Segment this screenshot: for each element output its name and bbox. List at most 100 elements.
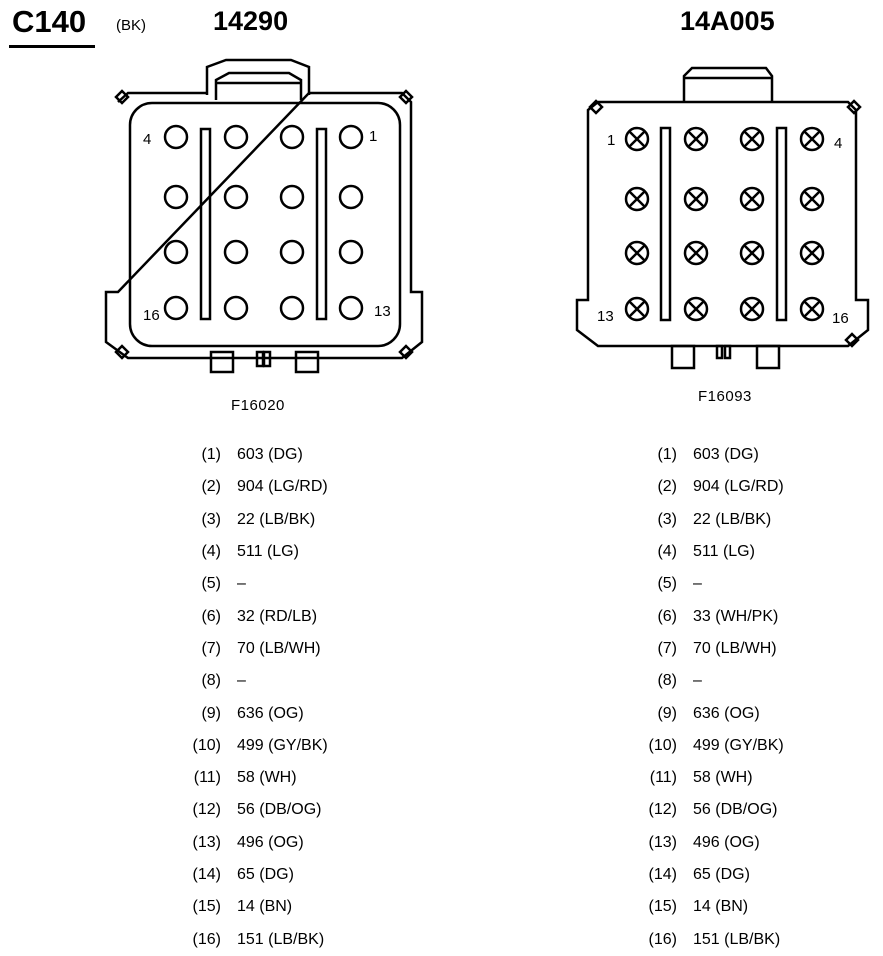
- pin-row: (8)–: [631, 665, 883, 697]
- pin-row: (11) 58 (WH): [631, 762, 883, 794]
- pin-row: (3) 22 (LB/BK): [175, 504, 435, 536]
- pin-circuit: 511 (LG): [237, 543, 299, 561]
- connector-id: C140: [12, 4, 87, 39]
- pin-row: (13) 496 (OG): [175, 827, 435, 859]
- pin-row: (6) 33 (WH/PK): [631, 600, 883, 632]
- pin-number: (1): [201, 446, 221, 464]
- pin-circuit: 56 (DB/OG): [237, 801, 322, 819]
- connector-diagrams: 4 1 16 13: [104, 58, 870, 374]
- pin-number: (5): [201, 575, 221, 593]
- left-pin-label: 16: [143, 307, 160, 324]
- pin-number: (16): [648, 930, 677, 948]
- pin-circuit: 70 (LB/WH): [693, 639, 777, 657]
- pin-circuit: 636 (OG): [237, 704, 304, 722]
- pin-row: (4) 511 (LG): [175, 536, 435, 568]
- pin-number: (10): [648, 736, 677, 754]
- pin-row: (6) 32 (RD/LB): [175, 600, 435, 632]
- pin-row: (10) 499 (GY/BK): [631, 730, 883, 762]
- connector-color-code: (BK): [116, 17, 146, 34]
- left-part-number: 14290: [213, 6, 289, 36]
- pin-circuit: 58 (WH): [693, 769, 753, 787]
- pin-row: (16)151 (LB/BK): [175, 923, 435, 955]
- pin-circuit: 22 (LB/BK): [237, 510, 316, 528]
- pin-number: (6): [201, 607, 221, 625]
- right-figure-code: F16093: [698, 388, 752, 405]
- pin-number: (14): [648, 866, 677, 883]
- pin-circuit: 58 (WH): [237, 769, 297, 787]
- right-pin-label: 4: [834, 135, 842, 152]
- pin-circuit: 496 (OG): [237, 833, 304, 851]
- pin-circuit: 56 (DB/OG): [693, 801, 778, 819]
- pin-row: (9) 636 (OG): [175, 697, 435, 729]
- pin-number: (8): [657, 672, 677, 690]
- pin-row: (5)–: [175, 568, 435, 600]
- pin-row: (13)496 (OG): [631, 827, 883, 859]
- pin-number: (11): [649, 769, 677, 787]
- pin-row: (15)14 (BN): [175, 891, 435, 923]
- pin-number: (3): [657, 510, 677, 528]
- pin-row: (14) 65 (DG): [631, 859, 883, 891]
- pin-row: (2) 904 (LG/RD): [631, 471, 883, 503]
- pin-row: (8)–: [175, 665, 435, 697]
- connector-id-underline: [9, 45, 95, 48]
- pin-number: (16): [192, 930, 221, 948]
- pin-circuit: 904 (LG/RD): [693, 478, 784, 496]
- pin-number: (7): [201, 639, 221, 657]
- pin-circuit: 499 (GY/BK): [237, 736, 328, 754]
- pin-row: (1) 603 (DG): [631, 439, 883, 471]
- pin-row: (2)904 (LG/RD): [175, 471, 435, 503]
- pin-circuit: –: [693, 575, 702, 593]
- pin-number: (6): [657, 607, 677, 625]
- pin-row: (7) 70 (LB/WH): [175, 633, 435, 665]
- right-pin-grid: [624, 126, 825, 322]
- pin-circuit: 65 (DG): [693, 866, 750, 883]
- pin-number: (7): [657, 639, 677, 657]
- left-figure-code: F16020: [231, 397, 285, 414]
- right-pin-label: 16: [832, 310, 849, 327]
- pin-number: (13): [648, 833, 677, 851]
- pin-number: (12): [192, 801, 221, 819]
- pin-number: (9): [201, 704, 221, 722]
- left-pin-label: 4: [143, 131, 151, 148]
- pin-number: (4): [201, 543, 221, 561]
- pin-number: (1): [657, 446, 677, 464]
- pin-row: (15)14 (BN): [631, 891, 883, 923]
- pin-circuit: 65 (DG): [237, 866, 294, 883]
- pin-circuit: 14 (BN): [693, 898, 749, 916]
- pin-number: (3): [201, 510, 221, 528]
- left-pin-grid: [163, 124, 364, 321]
- pin-number: (15): [192, 898, 221, 916]
- pin-row: (7) 70 (LB/WH): [631, 633, 883, 665]
- pin-number: (12): [648, 801, 677, 819]
- pin-circuit: 32 (RD/LB): [237, 607, 318, 625]
- pin-circuit: 603 (DG): [693, 446, 759, 464]
- pin-circuit: 603 (DG): [237, 446, 303, 464]
- pin-circuit: 499 (GY/BK): [693, 736, 784, 754]
- pin-row: (9) 636 (OG): [631, 697, 883, 729]
- right-pin-list: (1) 603 (DG) (2) 904 (LG/RD) (3)22 (LB/BK) (4…: [631, 439, 883, 956]
- pin-circuit: –: [693, 672, 702, 690]
- pin-circuit: 636 (OG): [693, 704, 760, 722]
- pin-number: (8): [201, 672, 221, 690]
- pin-circuit: 70 (LB/WH): [237, 639, 321, 657]
- pin-circuit: 33 (WH/PK): [693, 607, 779, 625]
- pin-row: (14)65 (DG): [175, 859, 435, 891]
- pin-number: (9): [657, 704, 677, 722]
- pin-row: (16)151 (LB/BK): [631, 923, 883, 955]
- pin-row: (12) 56 (DB/OG): [175, 794, 435, 826]
- left-pin-label: 1: [369, 128, 377, 145]
- pin-row: (1) 603 (DG): [175, 439, 435, 471]
- pin-number: (11): [193, 769, 221, 787]
- pin-number: (4): [657, 543, 677, 561]
- left-pin-label: 13: [374, 303, 391, 320]
- pin-row: (10) 499 (GY/BK): [175, 730, 435, 762]
- pin-number: (10): [192, 736, 221, 754]
- pin-row: (3)22 (LB/BK): [631, 504, 883, 536]
- right-connector-drawing: [575, 66, 870, 370]
- pin-number: (2): [201, 478, 221, 496]
- pin-number: (5): [657, 575, 677, 593]
- pin-row: (5)–: [631, 568, 883, 600]
- right-pin-label: 1: [607, 132, 615, 149]
- pin-number: (2): [657, 478, 677, 496]
- pin-number: (13): [192, 833, 221, 851]
